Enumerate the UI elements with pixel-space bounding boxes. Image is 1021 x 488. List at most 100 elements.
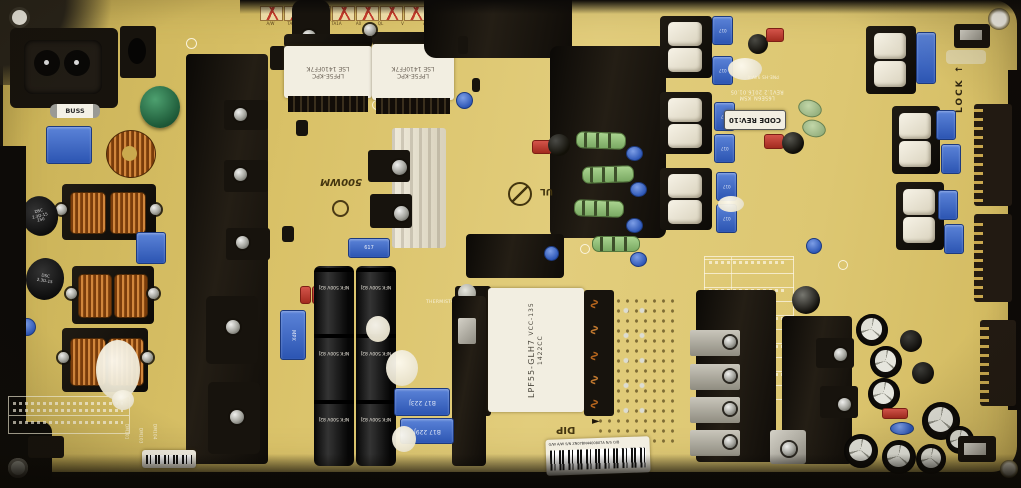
film-cap-label: NFK 500V 82J — [318, 284, 350, 289]
screw — [782, 442, 796, 456]
diode — [472, 78, 480, 92]
cap-017-label: 017 — [718, 68, 727, 73]
line-filter-core — [284, 34, 372, 48]
red-capacitor — [764, 134, 784, 149]
cap-017-label: 017 — [718, 28, 727, 33]
ferrite-core — [668, 200, 702, 224]
line-filter-pins — [288, 96, 368, 112]
silkscreen-thermistor: THERMISTOR — [426, 300, 459, 305]
cap-vent — [873, 382, 895, 404]
blue-trimmer — [46, 126, 92, 164]
blue-capacitor-017 — [936, 110, 956, 140]
electrolytic-capacitor — [792, 286, 820, 314]
b17-label: B17 229J — [413, 427, 441, 435]
electrolytic-capacitor — [782, 132, 804, 154]
cap-017-label: 017 — [720, 146, 729, 151]
blue-capacitor-017 — [944, 224, 964, 254]
film-cap-label: NFK 500V 82J — [360, 350, 392, 355]
blue-disc-capacitor — [626, 146, 643, 161]
screw — [148, 288, 159, 299]
blue-oval-capacitor — [890, 422, 914, 435]
screw — [724, 370, 736, 382]
electrolytic-capacitor — [548, 134, 570, 156]
copper-wire: ∿ — [585, 374, 602, 386]
red-resistor — [300, 286, 311, 304]
metal-bracket — [0, 146, 26, 438]
ac-pin — [44, 60, 49, 65]
connector-pins — [980, 324, 989, 402]
scuff-mark — [946, 50, 986, 64]
blue-box-capacitor — [136, 232, 166, 264]
stamp-label: V — [401, 21, 404, 26]
top-edge-shadow — [240, 0, 1021, 14]
blue-disc-capacitor — [806, 238, 822, 254]
silkscreen-flammability: PNE-HS 94V-0 — [747, 74, 779, 80]
arrow-mark: ► — [592, 416, 600, 427]
cap-017-label: 017 — [722, 216, 731, 221]
ferrite-core — [668, 48, 702, 72]
copper-wire: ∿ — [585, 398, 602, 410]
blue-capacitor-017 — [938, 190, 958, 220]
glue-blob — [366, 316, 390, 342]
silkscreen-ref: DM104 — [152, 424, 158, 440]
fine-print-line — [13, 421, 123, 424]
film-cap-label: NFK 500V 82J — [318, 350, 350, 355]
ferrite-core — [668, 124, 702, 148]
screw — [834, 348, 847, 361]
silkscreen-model: L65E6N_KSM REV1.2 2016.01.05 — [726, 88, 788, 101]
ferrite-core — [874, 61, 906, 87]
blue-capacitor-017: 017 — [712, 16, 733, 45]
blue-capacitor-017: 017 — [714, 134, 735, 163]
screw — [236, 236, 249, 249]
cap-vent — [875, 350, 897, 372]
blue-capacitor-017 — [941, 144, 961, 174]
electrolytic-capacitor — [868, 378, 900, 410]
blue-disc-capacitor — [544, 246, 559, 261]
clip — [458, 318, 476, 344]
copper-wire: ∿ — [585, 298, 602, 310]
lock-text: LOCK — [955, 78, 965, 113]
blue-box-capacitor: 617 — [348, 238, 390, 258]
bottom-shadow — [0, 454, 1021, 488]
small-transistor — [282, 226, 294, 242]
screw — [234, 168, 247, 181]
silkscreen-ref: DM101 — [124, 424, 130, 440]
blue-disc-capacitor — [630, 252, 647, 267]
model-text: L65E6N_KSM — [739, 94, 775, 101]
small-transistor — [270, 46, 286, 70]
film-cap-label: NFK 500V 82J — [318, 416, 350, 421]
heatsink-white — [392, 128, 446, 248]
ul-mark: UL — [540, 186, 554, 196]
main-transformer: LPF55-GLH7 VCC-135 1422CC — [488, 288, 584, 412]
b17-label: B17 223J — [408, 398, 436, 406]
film-cap-label: NFK 500V 82J — [360, 416, 392, 421]
glue-blob — [392, 426, 416, 452]
ic-chip — [28, 436, 64, 458]
mpx-label: MPX — [290, 329, 296, 341]
circle-logo — [508, 182, 532, 206]
mpx-film-capacitor: MPX — [280, 310, 306, 360]
line-filter-label: LSE 1410FF7K — [306, 65, 350, 72]
screw — [838, 398, 851, 411]
glue-blob — [386, 350, 418, 386]
code-rev-text: CODE REV:10 — [729, 116, 781, 124]
copper-wire: ∿ — [585, 350, 602, 362]
electrolytic-capacitor — [900, 330, 922, 352]
ferrite-core — [668, 174, 702, 198]
varistor — [140, 86, 180, 128]
choke-coil — [110, 192, 146, 234]
line-filter-label: LPF5E-KPC — [312, 72, 344, 79]
silkscreen-ring — [838, 260, 848, 270]
serial-text: G/W A/W S/N ZN07BN4400807A N/S O/B — [548, 440, 620, 447]
red-capacitor — [766, 28, 784, 42]
line-filter: LPF5E-KPC LSE 1410FF7K — [284, 46, 372, 98]
diode — [458, 36, 468, 54]
transformer-pin-base — [584, 290, 614, 416]
screw — [56, 204, 67, 215]
divider — [9, 415, 129, 416]
green-resistor — [575, 131, 627, 150]
screw — [394, 206, 409, 221]
choke-coil — [78, 274, 112, 318]
